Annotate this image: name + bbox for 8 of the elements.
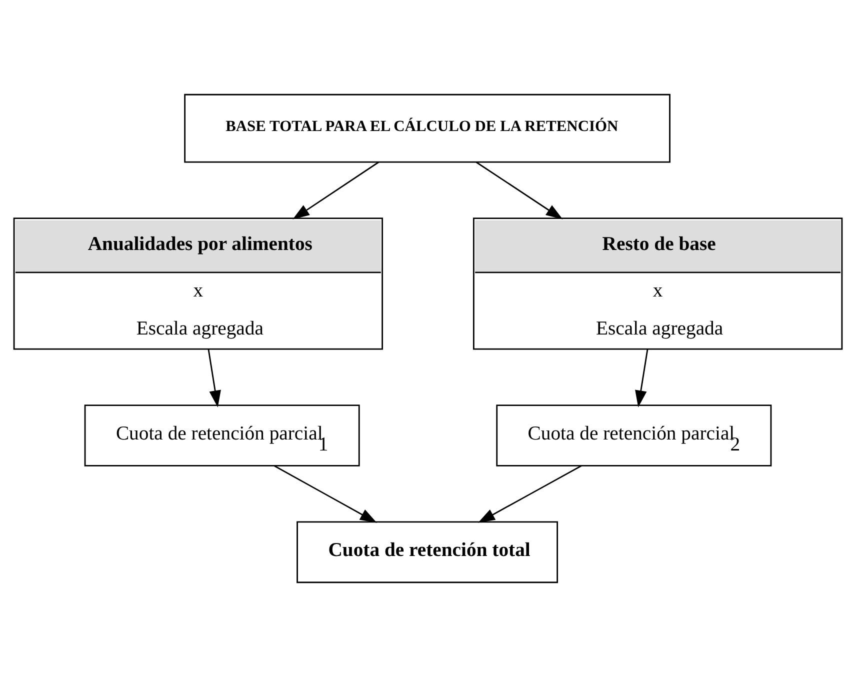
arrow [476, 162, 563, 220]
node-box: BASE TOTAL PARA EL CÁLCULO DE LA RETENCIÓN [184, 94, 670, 163]
arrow [635, 349, 648, 408]
node-box: Cuota de retención total [296, 521, 558, 584]
arrow [208, 349, 221, 408]
arrow [292, 162, 380, 220]
arrow [274, 465, 377, 523]
arrow [478, 465, 582, 523]
